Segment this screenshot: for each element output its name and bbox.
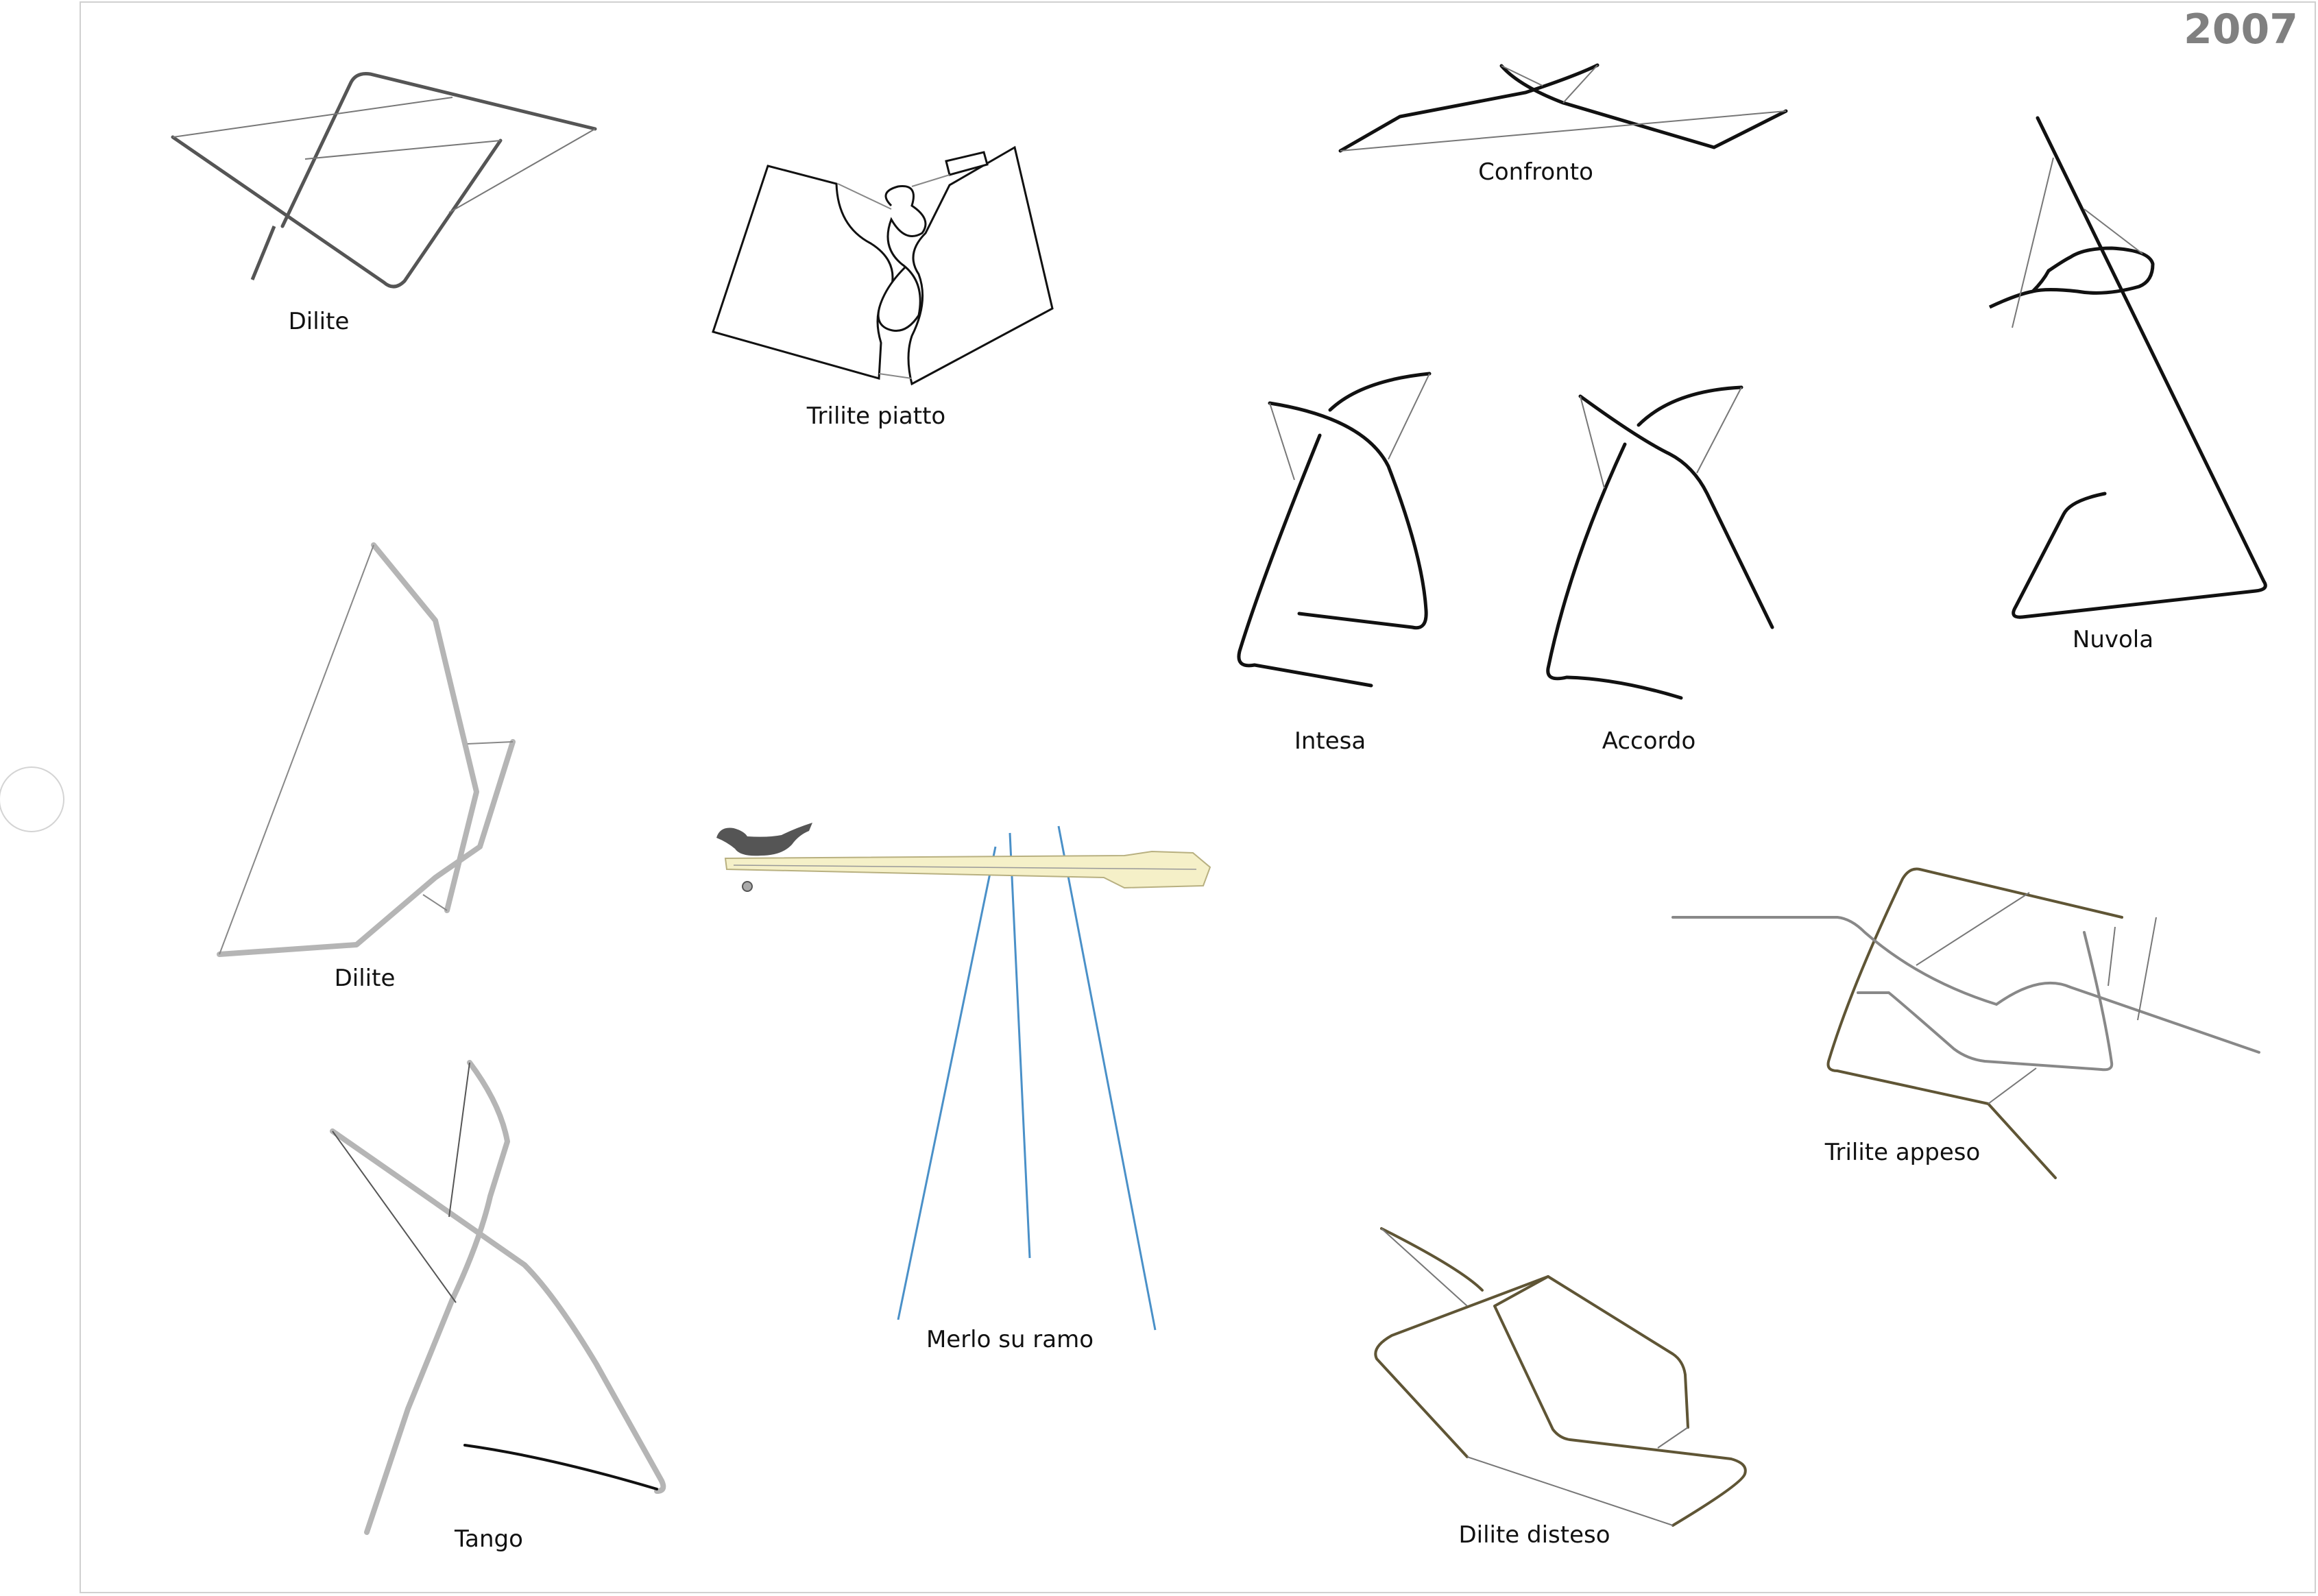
trilite-piatto-panel bbox=[712, 165, 894, 380]
label-dilite-disteso: Dilite disteso bbox=[1458, 1521, 1610, 1549]
trilite-piatto-panel bbox=[907, 145, 1054, 386]
sculpture-dilite-2: Dilite bbox=[217, 542, 516, 992]
dilite-disteso-strut bbox=[1493, 1275, 1747, 1527]
trilite-piatto-wire bbox=[837, 183, 892, 210]
label-dilite-2: Dilite bbox=[335, 965, 396, 992]
label-accordo: Accordo bbox=[1602, 727, 1696, 755]
dilite-1-wire bbox=[172, 97, 453, 138]
nuvola-wire bbox=[2012, 157, 2054, 328]
year-label: 2007 bbox=[2184, 5, 2298, 53]
dilite-1-strut bbox=[171, 135, 503, 289]
label-intesa: Intesa bbox=[1294, 727, 1366, 755]
dilite-2-wire bbox=[422, 894, 448, 911]
dilite-disteso-wire bbox=[1381, 1228, 1468, 1307]
intesa-wire bbox=[1269, 402, 1295, 481]
tango-wire bbox=[332, 1130, 457, 1303]
label-trilite-piatto: Trilite piatto bbox=[806, 402, 945, 430]
side-marker-circle bbox=[0, 766, 64, 832]
dilite-1-wire bbox=[304, 140, 501, 160]
sculpture-merlo-su-ramo: Merlo su ramo bbox=[716, 823, 1211, 1353]
merlo-branch-knob bbox=[742, 881, 753, 892]
merlo-support-wire bbox=[1057, 825, 1157, 1331]
trilite-appeso-wire bbox=[2108, 926, 2116, 987]
accordo-strut bbox=[1637, 385, 1743, 427]
merlo-support-wire bbox=[897, 846, 997, 1320]
dilite-disteso-wire bbox=[1466, 1456, 1674, 1526]
label-confronto: Confronto bbox=[1478, 158, 1593, 186]
confronto-wire bbox=[1562, 64, 1598, 104]
dilite-2-strut bbox=[371, 542, 479, 913]
dilite-2-wire bbox=[467, 741, 514, 745]
tango-strut bbox=[330, 1128, 666, 1494]
accordo-wire bbox=[1580, 396, 1605, 489]
trilite-appeso-strut bbox=[1826, 867, 2123, 1179]
tango-strut bbox=[463, 1444, 658, 1490]
confronto-wire bbox=[1501, 65, 1543, 86]
label-dilite-1: Dilite bbox=[289, 308, 350, 335]
dilite-2-wire bbox=[219, 544, 374, 955]
label-nuvola: Nuvola bbox=[2073, 626, 2153, 653]
sculpture-trilite-piatto: Trilite piatto bbox=[712, 145, 1054, 430]
accordo-wire bbox=[1696, 387, 1742, 474]
label-tango: Tango bbox=[454, 1525, 523, 1553]
trilite-appeso-strut bbox=[1671, 916, 2260, 1054]
dilite-2-strut bbox=[217, 739, 516, 957]
accordo-strut bbox=[1578, 394, 1774, 629]
merlo-branch bbox=[724, 850, 1211, 889]
dilite-1-wire bbox=[448, 128, 596, 213]
confronto-wire bbox=[1340, 110, 1787, 152]
accordo-strut bbox=[1546, 442, 1683, 700]
confronto-strut bbox=[1338, 63, 1599, 153]
sculpture-nuvola: Nuvola bbox=[1988, 116, 2267, 653]
intesa-strut bbox=[1237, 433, 1373, 688]
nuvola-strut bbox=[2012, 116, 2267, 619]
trilite-appeso-strut bbox=[1857, 931, 2114, 1072]
sculpture-accordo: Accordo bbox=[1546, 385, 1774, 755]
trilite-appeso-wire bbox=[1916, 892, 2030, 966]
intesa-strut bbox=[1268, 401, 1428, 630]
tango-wire bbox=[448, 1062, 470, 1218]
tango-strut bbox=[364, 1060, 510, 1535]
label-trilite-appeso: Trilite appeso bbox=[1824, 1139, 1981, 1166]
sculpture-intesa: Intesa bbox=[1237, 372, 1432, 755]
trilite-piatto-wire bbox=[878, 373, 913, 379]
dilite-1-strut bbox=[280, 72, 597, 228]
intesa-strut bbox=[1328, 372, 1432, 412]
confronto-strut bbox=[1499, 64, 1788, 149]
sculpture-dilite-disteso: Dilite disteso bbox=[1374, 1227, 1747, 1549]
label-merlo-su-ramo: Merlo su ramo bbox=[926, 1326, 1094, 1353]
intesa-wire bbox=[1388, 373, 1430, 460]
dilite-disteso-strut bbox=[1380, 1227, 1484, 1292]
sculpture-dilite-1: Dilite bbox=[171, 72, 597, 335]
sculpture-confronto: Confronto bbox=[1338, 63, 1788, 186]
sculpture-trilite-appeso: Trilite appeso bbox=[1671, 867, 2260, 1179]
trilite-appeso-wire bbox=[1988, 1067, 2037, 1104]
drawing-sheet: 2007 bbox=[80, 1, 2316, 1593]
dilite-disteso-wire bbox=[1657, 1427, 1689, 1449]
nuvola-cloud bbox=[1988, 246, 2155, 309]
nuvola-wire bbox=[2084, 208, 2143, 254]
trilite-appeso-wire bbox=[2137, 917, 2157, 1021]
dilite-disteso-strut bbox=[1374, 1275, 1549, 1458]
trilite-piatto-tab bbox=[945, 151, 989, 176]
trilite-piatto-knot bbox=[877, 185, 927, 332]
merlo-branch-line bbox=[733, 864, 1197, 870]
merlo-support-wire bbox=[1009, 832, 1031, 1259]
dilite-1-strut bbox=[250, 226, 276, 280]
trilite-piatto-wire bbox=[911, 174, 950, 187]
blackbird-icon bbox=[716, 823, 812, 856]
sculpture-tango: Tango bbox=[330, 1060, 666, 1553]
